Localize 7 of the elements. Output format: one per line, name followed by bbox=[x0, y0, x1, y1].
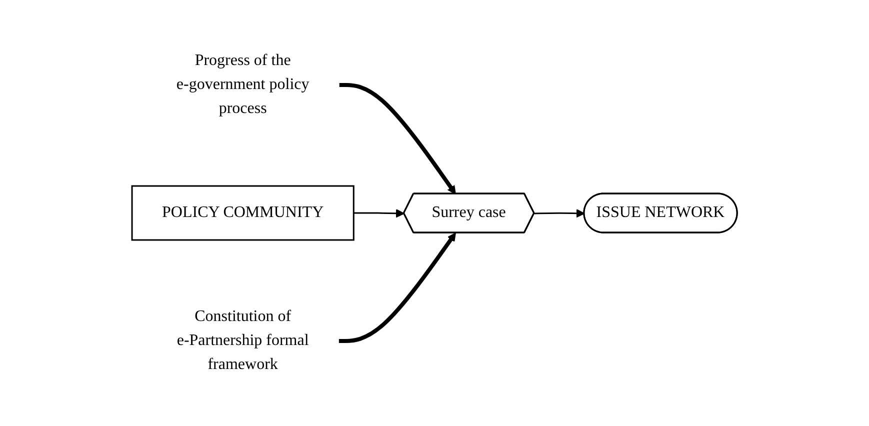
arrow bbox=[354, 208, 404, 218]
arrow bbox=[339, 83, 456, 194]
arrow bbox=[338, 232, 456, 343]
node-text: Progress of the e-government policy process bbox=[176, 52, 310, 117]
node-text: Constitution of e-Partnership formal framework bbox=[176, 308, 309, 373]
node-box: POLICY COMMUNITY bbox=[131, 185, 354, 241]
arrow bbox=[534, 208, 585, 218]
